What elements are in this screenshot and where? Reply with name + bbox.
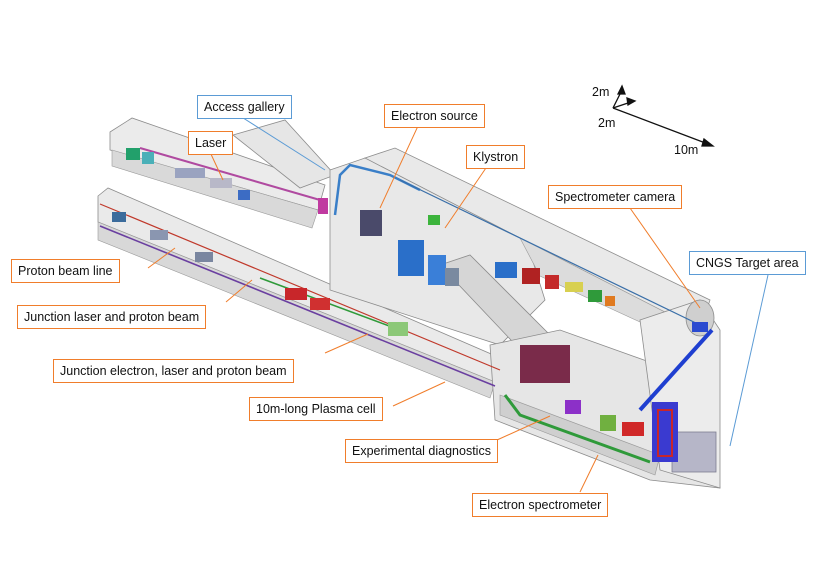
diagnostics-green [600,415,616,431]
proton-magnet-3 [195,252,213,262]
electron-source-rack-2 [428,255,446,285]
klystron-cabinet [445,268,459,286]
laser-optics-1 [175,168,205,178]
spectrometer-red-frame [657,409,673,457]
label-cngs-target-area: CNGS Target area [689,251,806,275]
main-tunnel-yellow [565,282,583,292]
main-beam-line [399,179,701,326]
label-electron-source: Electron source [384,104,485,128]
leader-access-gallery [239,115,326,171]
label-junction-electron-laser-proton: Junction electron, laser and proton beam [53,359,294,383]
spectrometer-dipole [652,402,678,462]
diagnostics-floor-line [503,394,651,464]
scale-label-long: 10m [674,143,699,157]
proton-magnet-1 [112,212,126,222]
klystron-green [428,215,440,225]
leader-spectrometer-camera [629,207,701,309]
laser-optics-2 [210,178,232,188]
label-junction-laser-proton: Junction laser and proton beam [17,305,207,329]
laser-tunnel [109,117,326,211]
laser-table-teal [142,152,154,164]
leader-electron-spectrometer [579,454,599,493]
leader-junction-laser [225,279,253,303]
leader-klystron [444,164,489,229]
beam-lines [99,147,714,464]
label-spectrometer-camera: Spectrometer camera [548,185,683,209]
proton-magnet-red-1 [285,288,307,300]
proton-beam-line-bottom [99,225,496,387]
spectrometer-magnet [520,345,570,383]
label-proton-beam-line: Proton beam line [11,259,120,283]
main-tunnel-red-box-1 [522,268,540,284]
equipment [112,148,708,462]
experiment-floor [499,394,661,476]
label-klystron: Klystron [466,145,526,169]
laser-table-green [126,148,140,160]
leader-electron-source [379,125,419,209]
main-tunnel-blue-box [495,262,517,278]
scale-label-side: 2m [598,116,616,130]
spectrometer-red-box [622,422,644,436]
electron-gun-box [360,210,382,236]
scale-arrow-side [626,97,637,107]
laser-optics-3 [238,190,250,200]
main-tunnel-green [588,290,602,302]
scale-indicator [612,84,715,147]
electron-source-rack [398,240,424,276]
leader-proton-beam-line [147,247,176,269]
scale-label-up: 2m [592,85,610,99]
main-tunnel-orange [605,296,615,306]
cngs-target-block [671,431,717,473]
proton-magnet-red-2 [310,298,330,310]
main-tunnel-red-box-2 [545,275,559,289]
scale-axis-long [612,107,709,145]
label-access-gallery: Access gallery [197,95,292,119]
leader-laser [209,151,224,181]
laser-beam-line [139,147,321,201]
label-plasma-cell: 10m-long Plasma cell [249,397,383,421]
leader-junction-electron [324,333,369,354]
scale-arrow-long [701,137,715,147]
spectrometer-beam-line [638,328,714,412]
leader-cngs [729,274,769,447]
label-experimental-diagnostics: Experimental diagnostics [345,439,498,463]
cngs-blue-box [692,322,708,332]
diagnostics-purple [565,400,581,414]
scale-arrow-up [616,84,626,95]
leader-experimental-diagnostics [496,415,551,441]
leader-plasma-cell [392,381,446,407]
junction-green-box [388,322,408,336]
label-laser: Laser [188,131,234,155]
proton-magnet-2 [150,230,168,240]
laser-magenta-box [318,198,328,214]
leader-lines [147,115,769,493]
label-electron-spectrometer: Electron spectrometer [472,493,609,517]
